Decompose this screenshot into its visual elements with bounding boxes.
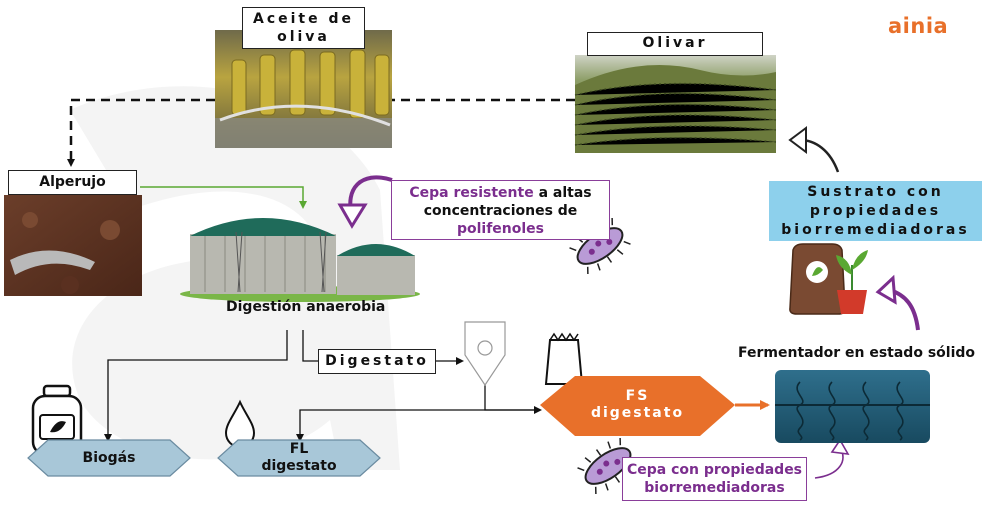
fl-digestato-label: FL digestato (238, 441, 360, 475)
brand-logo-text: ainia (888, 14, 949, 38)
cepa-resistente-rest: a altas (533, 185, 592, 201)
aceite-label: Aceite de oliva (242, 7, 365, 49)
fertilizer-bag-icon (789, 243, 846, 315)
olivar-photo (574, 55, 777, 153)
olivar-label: Olivar (587, 32, 763, 56)
fl-digestato-hexagon (217, 439, 381, 477)
bacteria-icon (577, 437, 639, 495)
plant-pot-icon (836, 250, 868, 314)
separator-icon (464, 321, 506, 387)
cepa-resistente-highlight: Cepa resistente (409, 185, 534, 201)
fermentador-label: Fermentador en estado sólido (738, 345, 976, 361)
fermentador-to-sustrato-arrow-head (875, 274, 897, 305)
cepa-arrow-head (337, 203, 368, 229)
cepa-resistente-line2: concentraciones de (423, 203, 578, 219)
fl-line1: FL (289, 441, 309, 457)
dashed-connector (71, 98, 575, 165)
digestato-label: Digestato (318, 349, 436, 374)
separator-to-fs-line (484, 385, 542, 414)
sustrato-to-olivar-arrow-head (788, 126, 807, 154)
cepa-bio-box: Cepa con propiedades biorremediadoras (622, 457, 807, 501)
sustrato-box: Sustrato con propiedades biorremediadora… (769, 181, 982, 241)
cepa-resistente-box: Cepa resistente a altas concentraciones … (391, 180, 610, 240)
fs-line1: FS (625, 388, 650, 404)
separator-to-fl-line (296, 409, 540, 442)
fl-line2: digestato (261, 458, 337, 474)
biogas-label: Biogás (82, 450, 136, 466)
fermentador-illustration (775, 370, 930, 443)
alperujo-label: Alperujo (8, 170, 137, 195)
fs-line2: digestato (590, 405, 685, 421)
fs-digestato-hexagon (540, 376, 735, 436)
aceite-photo (215, 30, 392, 148)
fs-digestato-label: FS digestato (575, 388, 700, 422)
cepa-resistente-line3: polifenoles (456, 221, 545, 237)
digestion-anaerobia-label: Digestión anaerobia (226, 299, 386, 315)
alperujo-photo (4, 195, 142, 296)
cepa-bio-arrow-head (830, 438, 850, 455)
alperujo-to-digester-arrow (140, 186, 307, 209)
cepa-bio-line2: biorremediadoras (644, 480, 785, 496)
biodigester-illustration (180, 218, 420, 302)
cepa-bio-line1: Cepa con propiedades (626, 462, 803, 478)
cepa-resistente-line1: Cepa resistente a altas (392, 184, 609, 202)
biogas-hexagon (27, 439, 191, 477)
digester-to-biogas-line (104, 330, 288, 442)
